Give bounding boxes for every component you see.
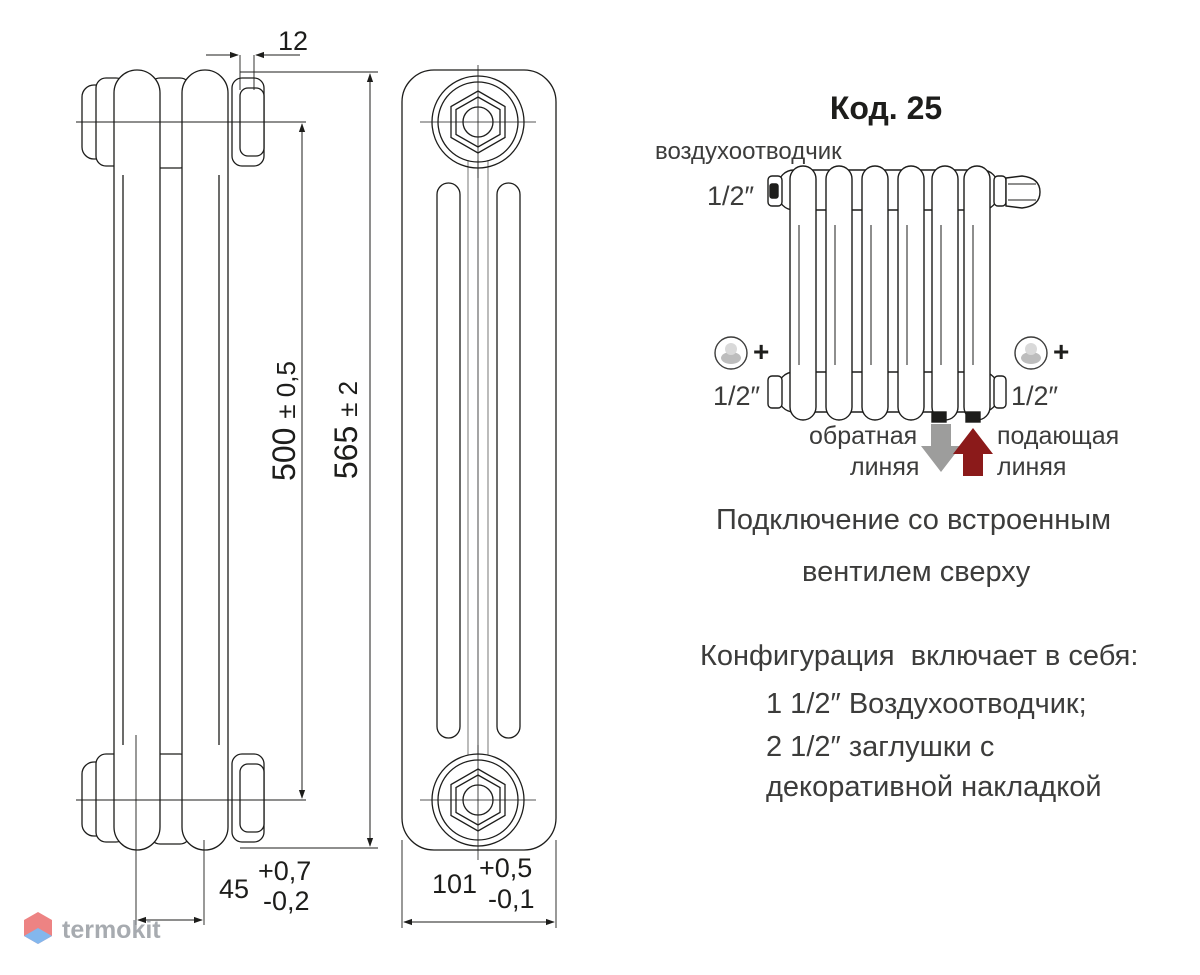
config-item-2: 2 1/2″ заглушки с	[766, 731, 995, 763]
side-view	[76, 55, 378, 925]
dim-101-tol-lower: -0,1	[488, 884, 535, 914]
connection-caption-line-2: вентилем сверху	[802, 556, 1031, 588]
dim-500-tolerance: ± 0,5	[271, 361, 301, 419]
side-view-column-back	[181, 69, 229, 851]
top-thread-label: 1/2″	[707, 181, 755, 211]
supply-line-label-1: подающая	[997, 422, 1120, 450]
thermostatic-head-icon	[1005, 175, 1041, 209]
dim-45-tol-lower: -0,2	[263, 886, 310, 916]
config-heading: Конфигурация включает в себя:	[700, 640, 1139, 672]
return-line-label-2: линяя	[850, 453, 920, 481]
dim-500-label: 500 ± 0,5	[266, 331, 302, 511]
dim-12-label: 12	[278, 26, 309, 56]
model-code-title: Код. 25	[829, 90, 943, 126]
config-item-3: декоративной накладкой	[766, 771, 1102, 803]
dim-565-tolerance: ± 2	[333, 380, 363, 417]
config-item-1: 1 1/2″ Воздухоотводчик;	[766, 688, 1087, 720]
side-view-top-nipples	[81, 77, 265, 169]
dim-500-value: 500	[266, 427, 302, 481]
side-view-dimensions	[137, 51, 374, 924]
termokit-logo-text: termokit	[62, 916, 161, 944]
left-thread-label: 1/2″	[713, 381, 761, 411]
dim-565-label: 565 ± 2	[328, 340, 364, 520]
front-view-top-port	[420, 65, 536, 178]
supply-line-arrow-icon	[953, 428, 993, 476]
return-line-arrow-icon	[921, 424, 961, 472]
radiator-sections	[789, 165, 991, 421]
termokit-logo-icon	[24, 912, 52, 944]
front-view	[401, 65, 557, 928]
termokit-logo: termokit	[56, 916, 161, 945]
side-view-column-front	[113, 69, 161, 851]
right-plus-sign: +	[1053, 336, 1070, 367]
air-vent-icon	[769, 183, 779, 199]
section-inner-lines	[798, 225, 974, 365]
front-view-slot-left	[436, 182, 461, 739]
right-thread-label: 1/2″	[1011, 381, 1059, 411]
supply-line-label-2: линяя	[997, 453, 1067, 481]
dim-565-value: 565	[328, 425, 364, 480]
side-view-bottom-nipples	[81, 753, 265, 845]
connection-scheme	[767, 165, 1041, 423]
front-view-body	[401, 69, 557, 851]
left-plug-icon	[714, 336, 748, 370]
left-plus-sign: +	[753, 336, 770, 367]
dim-101-tol-upper: +0,5	[479, 853, 533, 883]
connection-caption-line-1: Подключение со встроенным	[716, 504, 1112, 536]
return-line-label-1: обратная	[809, 422, 918, 450]
dim-45-value: 45	[219, 874, 250, 904]
right-plug-icon	[1014, 336, 1048, 370]
front-view-bottom-port	[420, 745, 536, 860]
air-vent-label: воздухоотводчик	[655, 138, 842, 165]
dim-45-tol-upper: +0,7	[258, 856, 312, 886]
dim-101-value: 101	[432, 869, 478, 899]
front-view-slot-right	[496, 182, 521, 739]
